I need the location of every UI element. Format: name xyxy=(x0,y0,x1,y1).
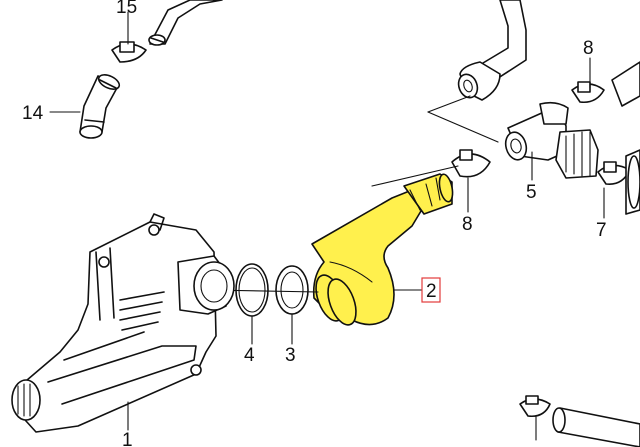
far-right-hose[interactable] xyxy=(611,61,640,107)
callout-7: 7 xyxy=(596,220,607,241)
callout-1: 1 xyxy=(122,430,133,447)
callout-3: 3 xyxy=(285,345,296,366)
selected-callout-box xyxy=(421,277,441,303)
callout-8-middle: 8 xyxy=(462,214,473,235)
upper-right-hose[interactable] xyxy=(455,0,527,101)
far-right-fitting[interactable] xyxy=(625,149,640,215)
top-hose-part[interactable] xyxy=(148,0,223,46)
bottom-hose-clamp[interactable] xyxy=(519,395,551,418)
hose-clamp-8[interactable] xyxy=(451,149,491,178)
ribbed-fitting[interactable] xyxy=(555,129,599,179)
bottom-right-hose[interactable] xyxy=(552,407,640,447)
callout-14: 14 xyxy=(22,103,44,124)
o-ring-part-4[interactable] xyxy=(235,263,269,317)
oil-separator-part-1[interactable] xyxy=(11,213,235,433)
hose-clamp-8-upper[interactable] xyxy=(571,81,605,104)
callout-8-upper: 8 xyxy=(583,38,594,59)
leader-lines xyxy=(49,11,605,441)
callout-15: 15 xyxy=(116,0,137,18)
callout-2[interactable]: 2 xyxy=(426,281,437,302)
callout-4: 4 xyxy=(244,345,255,366)
hose-clamp-7[interactable] xyxy=(597,161,631,186)
breather-pipe-part-2[interactable] xyxy=(311,173,455,329)
elbow-hose-part[interactable] xyxy=(79,72,122,139)
o-ring-part-3[interactable] xyxy=(275,265,309,315)
callout-5: 5 xyxy=(526,182,537,203)
hose-clamp-15[interactable] xyxy=(111,41,147,63)
